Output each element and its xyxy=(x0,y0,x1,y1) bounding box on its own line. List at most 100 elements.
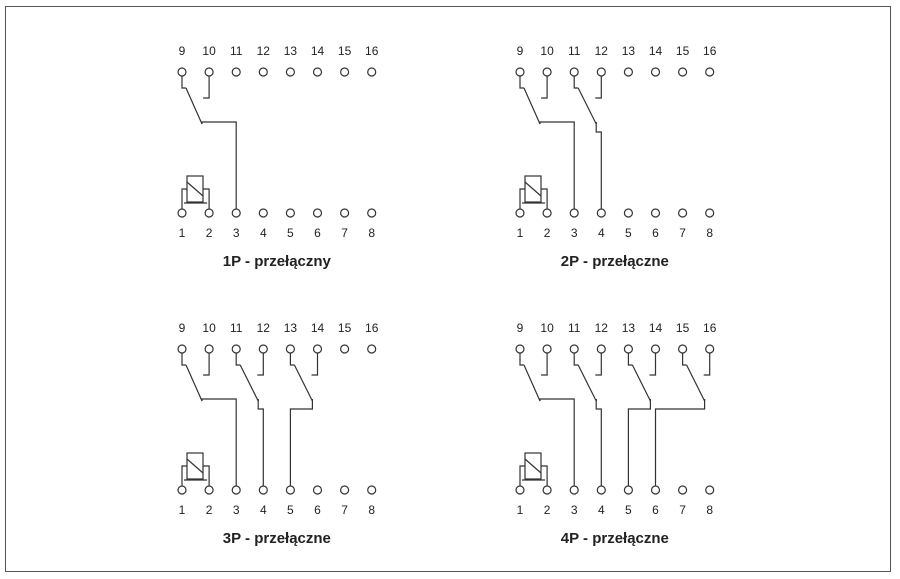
pin-label-top: 15 xyxy=(676,321,690,335)
pin-label-top: 11 xyxy=(568,321,581,335)
pin-label-bottom: 7 xyxy=(341,226,348,240)
pin-label-top: 12 xyxy=(257,44,271,58)
terminal-pin xyxy=(367,485,377,495)
terminal-pin xyxy=(677,208,688,218)
pin-label-bottom: 8 xyxy=(706,503,713,517)
terminal-pin xyxy=(515,67,525,77)
terminal-pin xyxy=(258,67,268,77)
pin-label-top: 10 xyxy=(540,44,554,58)
terminal-pin xyxy=(285,208,295,218)
pin-label-top: 15 xyxy=(338,44,352,58)
pin-label-top: 10 xyxy=(202,44,216,58)
terminal-pin xyxy=(177,208,187,218)
terminal-pin xyxy=(569,67,579,77)
pin-label-bottom: 5 xyxy=(287,226,294,240)
pin-label-bottom: 4 xyxy=(598,226,605,240)
pin-label-top: 12 xyxy=(257,321,271,335)
pin-label-bottom: 5 xyxy=(625,226,632,240)
terminal-pin xyxy=(623,485,634,495)
diagram-caption: 3P - przełączne xyxy=(223,530,331,547)
diagram-caption: 1P - przełączny xyxy=(223,253,332,270)
terminal-pin xyxy=(542,67,552,77)
terminal-pin xyxy=(204,344,214,354)
pin-label-bottom: 2 xyxy=(544,226,551,240)
pin-label-top: 15 xyxy=(338,321,352,335)
pin-label-top: 9 xyxy=(517,321,524,335)
terminal-pin xyxy=(312,67,323,77)
terminal-pin xyxy=(623,67,634,77)
diagram-frame xyxy=(5,6,891,572)
diagram-caption: 4P - przełączne xyxy=(561,530,669,547)
pin-label-top: 12 xyxy=(595,44,609,58)
pin-label-top: 11 xyxy=(230,321,243,335)
pin-label-top: 9 xyxy=(179,44,186,58)
pin-label-bottom: 6 xyxy=(652,226,659,240)
pin-label-bottom: 8 xyxy=(368,503,375,517)
coil-icon xyxy=(181,452,210,486)
pin-label-bottom: 2 xyxy=(206,503,213,517)
terminal-pin xyxy=(177,485,187,495)
coil-icon xyxy=(519,452,548,486)
pin-label-top: 10 xyxy=(540,321,554,335)
pin-label-top: 14 xyxy=(649,44,663,58)
pin-label-top: 13 xyxy=(284,321,298,335)
terminal-pin xyxy=(340,344,350,354)
terminal-pin xyxy=(569,485,579,495)
terminal-pin xyxy=(650,344,661,354)
pin-label-bottom: 6 xyxy=(652,503,659,517)
terminal-pin xyxy=(650,485,661,495)
terminal-pin xyxy=(650,208,661,218)
switch-contact xyxy=(181,353,237,486)
pin-label-top: 13 xyxy=(622,321,636,335)
terminal-pin xyxy=(204,208,214,218)
terminal-pin xyxy=(542,485,552,495)
terminal-pin xyxy=(515,344,525,354)
terminal-pin xyxy=(515,208,525,218)
terminal-pin xyxy=(705,344,715,354)
pin-label-bottom: 3 xyxy=(233,226,240,240)
pin-label-top: 14 xyxy=(649,321,663,335)
switch-contact xyxy=(519,76,575,209)
pin-label-bottom: 7 xyxy=(679,503,686,517)
switch-contact xyxy=(519,353,575,486)
terminal-pin xyxy=(177,67,187,77)
terminal-pin xyxy=(177,344,187,354)
pin-label-top: 9 xyxy=(517,44,524,58)
terminal-pin xyxy=(312,208,323,218)
terminal-pin xyxy=(204,67,214,77)
pin-label-top: 13 xyxy=(622,44,636,58)
terminal-pin xyxy=(340,208,350,218)
terminal-pin xyxy=(677,67,688,77)
terminal-pin xyxy=(340,67,350,77)
terminal-pin xyxy=(596,344,606,354)
diagram-caption: 2P - przełączne xyxy=(561,253,669,270)
terminal-pin xyxy=(650,67,661,77)
pin-label-bottom: 5 xyxy=(287,503,294,517)
terminal-pin xyxy=(312,344,323,354)
terminal-pin xyxy=(312,485,323,495)
terminal-pin xyxy=(258,485,268,495)
switch-contact xyxy=(627,353,657,486)
pin-label-top: 16 xyxy=(703,321,717,335)
pin-label-bottom: 3 xyxy=(571,503,578,517)
terminal-pin xyxy=(258,344,268,354)
switch-contact xyxy=(654,353,711,486)
pin-label-top: 16 xyxy=(365,321,379,335)
pin-label-bottom: 6 xyxy=(314,226,321,240)
terminal-pin xyxy=(542,208,552,218)
pin-label-bottom: 7 xyxy=(341,503,348,517)
terminal-pin xyxy=(367,67,377,77)
terminal-pin xyxy=(204,485,214,495)
pin-label-bottom: 3 xyxy=(233,503,240,517)
pin-label-bottom: 1 xyxy=(179,226,186,240)
pin-label-bottom: 6 xyxy=(314,503,321,517)
pin-label-bottom: 8 xyxy=(706,226,713,240)
terminal-pin xyxy=(231,344,241,354)
terminal-pin xyxy=(231,208,241,218)
terminal-pin xyxy=(258,208,268,218)
switch-contact xyxy=(289,353,319,486)
pin-label-top: 9 xyxy=(179,321,186,335)
pin-label-top: 11 xyxy=(568,44,581,58)
